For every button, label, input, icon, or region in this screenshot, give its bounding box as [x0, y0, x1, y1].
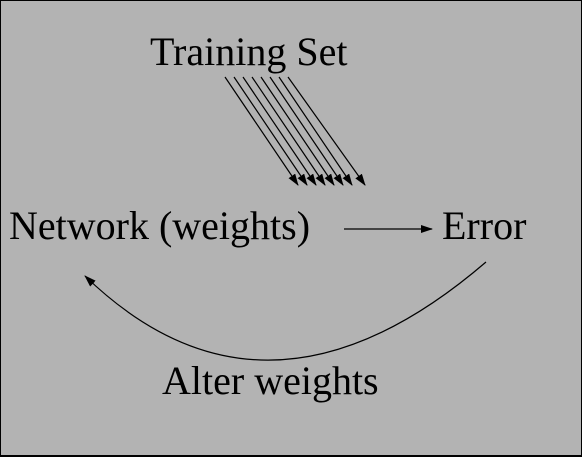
- error-label: Error: [442, 203, 527, 248]
- sample-arrow: [287, 76, 366, 186]
- training-set-label: Training Set: [150, 29, 348, 74]
- sample-arrow: [242, 76, 317, 186]
- sample-arrow: [251, 76, 326, 186]
- alter-weights-label: Alter weights: [162, 358, 379, 403]
- sample-arrow: [233, 76, 308, 186]
- sample-arrow: [269, 76, 344, 186]
- sample-arrow: [260, 76, 335, 186]
- sample-arrow: [278, 76, 353, 186]
- network-weights-label: Network (weights): [9, 203, 311, 248]
- sample-arrow: [224, 76, 299, 186]
- training-samples-arrow-bundle: [224, 76, 366, 186]
- feedback-arc-arrow: [84, 261, 487, 361]
